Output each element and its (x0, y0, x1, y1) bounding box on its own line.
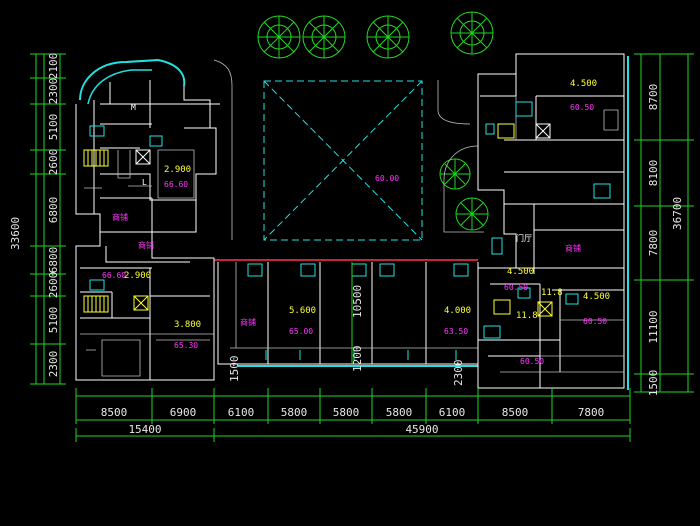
stairs-icon (83, 149, 109, 167)
right-wing: 4.500 60.50 商铺 门厅 4.500 60.50 11.8 11.8 … (477, 53, 629, 390)
dimension-total: 36700 (671, 197, 684, 230)
dimension-label: 1500 (228, 356, 241, 383)
dimension-label: 2600 (47, 272, 60, 299)
courtyard-area: 60.00 (375, 174, 399, 183)
dimension-label: 6800 (47, 197, 60, 224)
door-marks (265, 350, 457, 360)
dimension-label: 7800 (647, 230, 660, 257)
dimension-label: 8100 (647, 160, 660, 187)
courtyard: 60.00 (263, 80, 423, 241)
dimension-label: 5800 (386, 406, 413, 419)
elevator-icon (535, 123, 551, 139)
area-label: 65.30 (174, 341, 198, 350)
elevation-label: 4.500 (583, 292, 610, 302)
bottom-dimensions: 8500 6900 6100 5800 5800 5800 6100 8500 7800 1540… (75, 388, 631, 442)
dimension-label: 2300 (47, 351, 60, 378)
area-label: 66.60 (164, 180, 188, 189)
elevation-label: 4.000 (444, 306, 471, 316)
dimension-label: 2300 (452, 360, 465, 387)
dimension-label: 6100 (439, 406, 466, 419)
area-label: 60.50 (504, 283, 528, 292)
tree-icon (439, 158, 471, 190)
area-label: 63.50 (444, 327, 468, 336)
elevation-label: 4.500 (507, 267, 534, 277)
trees (257, 11, 494, 231)
small-label: 11.8 (516, 311, 538, 321)
dimension-label: 6800 (47, 247, 60, 274)
dimension-label: 8500 (502, 406, 529, 419)
dimension-label: 8500 (101, 406, 128, 419)
dimension-label: 6100 (228, 406, 255, 419)
tree-icon (450, 11, 494, 55)
elevator-icon (537, 301, 553, 317)
area-label: 60.50 (520, 357, 544, 366)
stairs-icon (89, 125, 163, 291)
dimension-label: 15400 (128, 423, 161, 436)
dimension-label: 11100 (647, 310, 660, 343)
tree-icon (257, 15, 301, 59)
elevator-icon (133, 295, 149, 311)
central-block: 商铺 5.600 65.00 4.000 63.50 10500 1200 15… (213, 258, 479, 387)
door-label: 门厅 (516, 233, 532, 243)
elevation-label: 3.800 (174, 320, 201, 330)
dimension-label: 5800 (281, 406, 308, 419)
dimension-label: 5100 (47, 307, 60, 334)
area-label: 65.00 (289, 327, 313, 336)
tree-icon (302, 15, 346, 59)
left-wing: M L 2.900 66.60 66.60 2.900 3.800 65.30 … (75, 58, 220, 381)
dimension-label: 2600 (47, 149, 60, 176)
stairs-icon (483, 101, 611, 339)
shop-label: 商铺 (138, 240, 154, 250)
elevation-label: 5.600 (289, 306, 316, 316)
dimension-label: 5800 (333, 406, 360, 419)
tree-icon (455, 197, 489, 231)
area-label: 60.50 (570, 103, 594, 112)
dimension-label: 1200 (351, 346, 364, 373)
area-label: 66.60 (102, 271, 126, 280)
dimension-label: 6900 (170, 406, 197, 419)
dimension-label: 2300 (47, 78, 60, 105)
elevation-label: 2.900 (164, 165, 191, 175)
elevation-label: 4.500 (570, 79, 597, 89)
label-m: M (131, 103, 136, 112)
stairs-icon (247, 263, 469, 277)
shop-label: 商铺 (240, 317, 256, 327)
dimension-label: 8700 (647, 84, 660, 111)
garden-paths (213, 59, 484, 240)
label-l: L (142, 178, 147, 187)
shop-label: 商铺 (565, 243, 581, 253)
elevation-label: 2.900 (124, 271, 151, 281)
dimension-label: 7800 (578, 406, 605, 419)
right-dimensions: 8700 8100 7800 11100 1500 36700 (634, 53, 694, 397)
small-label: 11.8 (541, 288, 563, 298)
area-label: 60.50 (583, 317, 607, 326)
dimension-label: 1500 (647, 370, 660, 397)
dimension-label: 45900 (405, 423, 438, 436)
dimension-label: 5100 (47, 114, 60, 141)
dimension-label: 10500 (351, 285, 364, 318)
tree-icon (366, 15, 410, 59)
shop-label: 商铺 (112, 212, 128, 222)
stairs-icon (83, 295, 109, 313)
elevator-icon (135, 149, 151, 165)
dimension-label: 2100 (47, 53, 60, 80)
dimension-total: 33600 (9, 217, 22, 250)
